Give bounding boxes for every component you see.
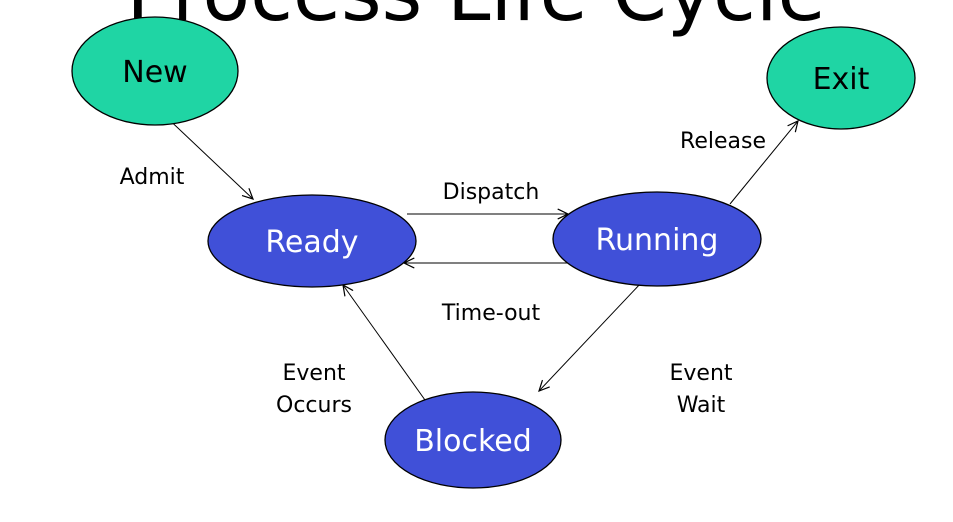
state-label: New [122, 55, 187, 90]
transition-label-line: Dispatch [443, 180, 540, 205]
transition-dispatch [407, 208, 570, 220]
state-label: Running [596, 223, 719, 258]
state-label: Exit [813, 62, 870, 97]
transition-label-line: Event [282, 361, 345, 386]
transition-label-line: Release [680, 129, 766, 154]
state-ellipse [207, 194, 417, 288]
transition-label-timeout: Time-out [441, 301, 541, 326]
state-new: New [71, 16, 239, 126]
state-ellipse [552, 191, 762, 287]
state-exit: Exit [766, 26, 916, 130]
transition-label-admit: Admit [120, 165, 185, 190]
transition-event-wait [538, 282, 642, 393]
diagram-title: Process Life Cycle [126, 0, 825, 39]
transition-label-release: Release [680, 129, 766, 154]
transition-label-line: Occurs [276, 393, 352, 418]
state-label: Blocked [414, 424, 532, 459]
transition-label-dispatch: Dispatch [443, 180, 540, 205]
state-label: Ready [265, 225, 358, 260]
state-blocked: Blocked [384, 391, 562, 489]
transition-line [160, 111, 254, 200]
transition-event-occurs [342, 283, 426, 401]
state-running: Running [552, 191, 762, 287]
transition-label-line: Time-out [441, 301, 541, 326]
arrowhead [241, 188, 255, 200]
state-ellipse [384, 391, 562, 489]
arrowhead [538, 379, 550, 393]
state-ellipse [766, 26, 916, 130]
state-ellipse [71, 16, 239, 126]
transition-line [729, 120, 799, 205]
transition-release [729, 119, 799, 205]
transition-line [342, 284, 426, 401]
state-ready: Ready [207, 194, 417, 288]
transition-label-line: Event [669, 361, 732, 386]
transition-line [538, 282, 642, 392]
transition-admit [160, 111, 255, 200]
transition-label-line: Wait [677, 393, 726, 418]
arrowhead [787, 119, 799, 133]
transition-label-line: Admit [120, 165, 185, 190]
transition-edges [160, 111, 799, 401]
transition-timeout [402, 257, 578, 269]
